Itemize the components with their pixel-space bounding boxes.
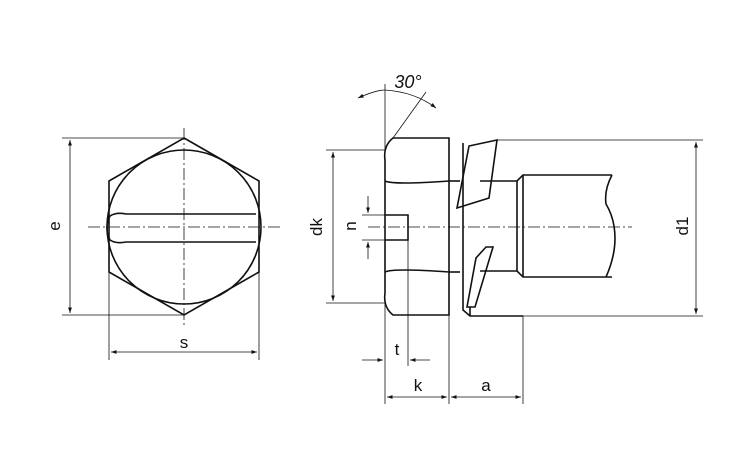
label-angle: 30° [394, 72, 421, 92]
side-view [383, 137, 616, 317]
dimension-t [362, 240, 430, 366]
shank-break-line [604, 174, 616, 278]
label-a: a [481, 376, 491, 395]
dimension-e [62, 137, 184, 316]
slot-bottom-edge [109, 239, 256, 244]
dimension-d1 [497, 139, 703, 317]
label-n: n [341, 221, 360, 230]
dimension-n [362, 196, 385, 259]
label-e: e [45, 221, 64, 230]
label-s: s [180, 333, 189, 352]
label-k: k [414, 376, 423, 395]
head-face-top [384, 180, 450, 184]
angle-30-annotation [357, 84, 437, 150]
dimension-k-a [384, 315, 524, 404]
label-d1: d1 [673, 217, 692, 236]
label-t: t [395, 340, 400, 359]
side-slot [385, 214, 409, 241]
slot-top-edge [109, 212, 256, 217]
washer-rim [462, 143, 523, 317]
spring-washer-bottom [466, 246, 495, 308]
dimension-dk [326, 149, 385, 304]
head-face-bottom [384, 269, 450, 273]
end-view-centerlines [88, 128, 282, 325]
dimension-s [108, 272, 260, 360]
shank-lower [480, 270, 612, 278]
head-outline [383, 137, 450, 316]
slot-end [106, 215, 111, 241]
spring-washer-top [455, 138, 498, 210]
shank-upper [480, 174, 612, 182]
label-dk: dk [307, 218, 326, 236]
